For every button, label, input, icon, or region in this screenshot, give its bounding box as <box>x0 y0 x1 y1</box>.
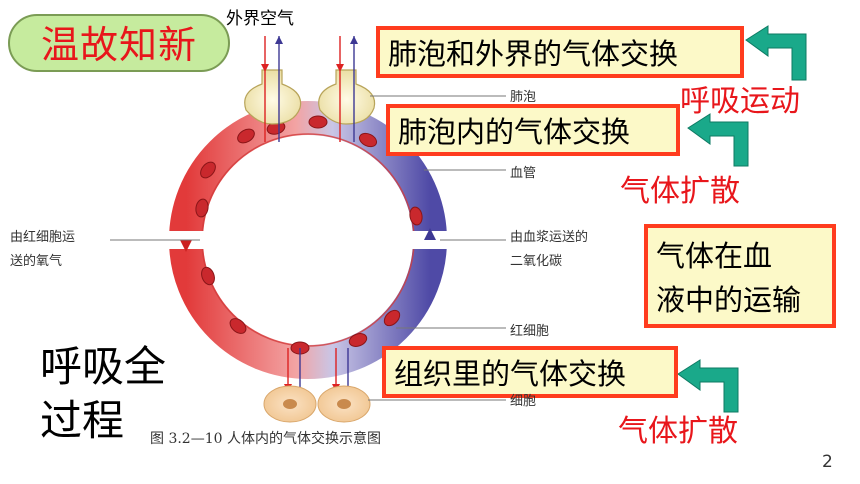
co2-by-plasma-line-2: 二氧化碳 <box>510 254 563 269</box>
cell-label: 细胞 <box>510 394 537 409</box>
alveoli-external-exchange-box: 肺泡和外界的气体交换 <box>376 26 744 78</box>
oxygen-by-rbc-label: 由红细胞运 送的氧气 <box>10 226 75 274</box>
main-title-line-1: 呼吸全 <box>40 342 167 391</box>
alveoli <box>244 69 376 125</box>
breathing-motion-label: 呼吸运动 <box>680 84 800 119</box>
main-title-line-2: 过程 <box>40 396 125 445</box>
blood-transport-box: 气体在血 液中的运输 <box>644 224 836 328</box>
red-blood-cells <box>195 115 423 355</box>
blood-transport-line-1: 气体在血 <box>656 239 773 273</box>
gas-diffusion-label-1: 气体扩散 <box>620 174 740 209</box>
co2-by-plasma-line-1: 由血浆运送的 <box>510 230 589 245</box>
tissue-exchange-box: 组织里的气体交换 <box>382 346 678 398</box>
gas-diffusion-label-2: 气体扩散 <box>618 414 738 449</box>
main-title: 呼吸全 过程 <box>40 340 166 448</box>
outer-air-label: 外界空气 <box>226 9 294 29</box>
review-badge: 温故知新 <box>8 14 230 72</box>
tissue-cells <box>263 385 371 423</box>
oxygen-by-rbc-line-1: 由红细胞运 <box>10 230 76 245</box>
leader-lines <box>110 95 506 401</box>
figure-caption: 图 3.2—10 人体内的气体交换示意图 <box>150 431 381 447</box>
alveolus-label: 肺泡 <box>510 90 537 105</box>
co2-by-plasma-label: 由血浆运送的 二氧化碳 <box>510 226 588 274</box>
blood-vessel-label: 血管 <box>510 166 537 181</box>
page-number: 2 <box>822 452 833 472</box>
blood-transport-line-2: 液中的运输 <box>656 283 802 317</box>
curved-arrow-icon <box>677 25 807 413</box>
inside-alveoli-exchange-box: 肺泡内的气体交换 <box>386 104 680 156</box>
red-cell-label: 红细胞 <box>510 324 550 339</box>
oxygen-by-rbc-line-2: 送的氧气 <box>10 254 63 269</box>
